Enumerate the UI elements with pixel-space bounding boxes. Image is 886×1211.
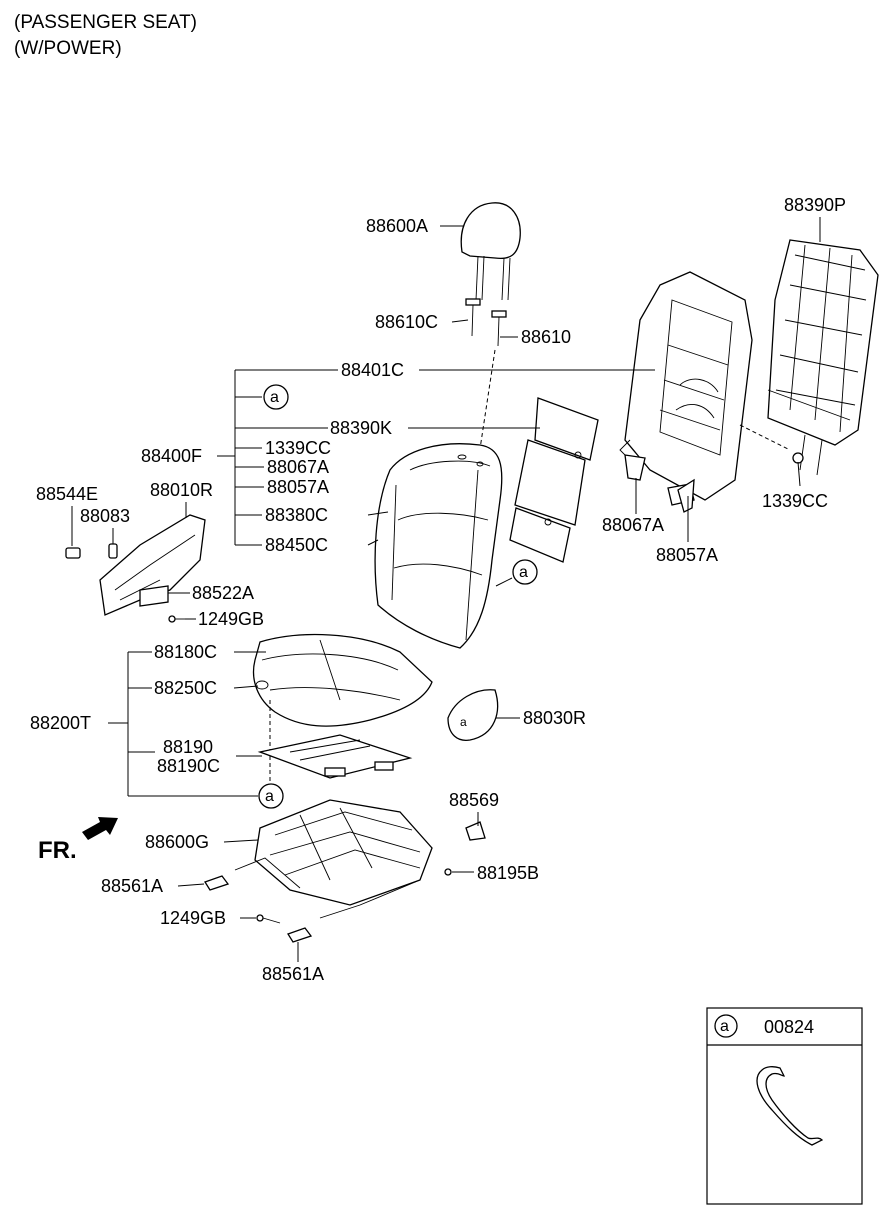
label-88195B: 88195B: [477, 863, 539, 883]
headrest-drawing: [460, 202, 521, 463]
label-88522A: 88522A: [192, 583, 254, 603]
seat-back-cover-drawing: [767, 239, 879, 476]
label-88190: 88190: [163, 737, 213, 757]
front-arrow: FR.: [38, 817, 118, 864]
callout-a-middle: a: [512, 559, 538, 585]
label-88561A-bottom: 88561A: [262, 964, 324, 984]
label-88250C: 88250C: [154, 678, 217, 698]
label-88390K: 88390K: [330, 418, 392, 438]
label-88067A-left: 88067A: [267, 457, 329, 477]
header-title-line2: (W/POWER): [14, 38, 122, 59]
label-88030R: 88030R: [523, 708, 586, 728]
label-88610: 88610: [521, 327, 571, 347]
svg-text:a: a: [519, 564, 528, 581]
seat-back-cushion-drawing: [374, 443, 503, 649]
label-1339CC-left: 1339CC: [265, 438, 331, 458]
seat-track-drawing: [204, 799, 486, 943]
label-88190C: 88190C: [157, 756, 220, 776]
side-cover-drawing: [65, 514, 206, 623]
label-88610C: 88610C: [375, 312, 438, 332]
label-88544E: 88544E: [36, 484, 98, 504]
seat-back-panels-drawing: [509, 397, 599, 563]
label-88380C: 88380C: [265, 505, 328, 525]
svg-text:a: a: [270, 389, 279, 406]
label-1249GB-bottom: 1249GB: [160, 908, 226, 928]
label-88401C: 88401C: [341, 360, 404, 380]
label-1339CC-right: 1339CC: [762, 491, 828, 511]
front-label: FR.: [38, 837, 77, 864]
label-88067A-right: 88067A: [602, 515, 664, 535]
seat-cushion-drawing: [252, 633, 433, 785]
label-88400F: 88400F: [141, 446, 202, 466]
label-88200T: 88200T: [30, 713, 91, 733]
part-labels: 88600A 88610C 88610 88401C 88390K 88400F…: [30, 195, 846, 984]
clip-icon: [756, 1066, 824, 1146]
label-88057A-left: 88057A: [267, 477, 329, 497]
label-88180C: 88180C: [154, 642, 217, 662]
seat-pads-drawing: [257, 734, 413, 779]
legend-box: a 00824: [706, 1007, 863, 1205]
label-88450C: 88450C: [265, 535, 328, 555]
side-shield-drawing: a: [447, 689, 499, 741]
label-88600A: 88600A: [366, 216, 428, 236]
seat-back-frame-drawing: [619, 271, 791, 513]
label-88057A-right: 88057A: [656, 545, 718, 565]
label-88569: 88569: [449, 790, 499, 810]
label-88390P: 88390P: [784, 195, 846, 215]
label-88083: 88083: [80, 506, 130, 526]
legend-part-number: 00824: [764, 1017, 814, 1037]
callout-a-bottom: a: [258, 783, 284, 809]
header-title-line1: (PASSENGER SEAT): [14, 12, 197, 33]
label-88561A-left: 88561A: [101, 876, 163, 896]
legend-symbol-circle: [714, 1014, 738, 1038]
label-1249GB-top: 1249GB: [198, 609, 264, 629]
label-88600G: 88600G: [145, 832, 209, 852]
label-88010R: 88010R: [150, 480, 213, 500]
svg-text:a: a: [265, 788, 274, 805]
callout-a-top: a: [263, 384, 289, 410]
svg-text:a: a: [460, 715, 467, 729]
leader-lines: [71, 217, 821, 962]
legend-symbol: a: [720, 1018, 729, 1035]
